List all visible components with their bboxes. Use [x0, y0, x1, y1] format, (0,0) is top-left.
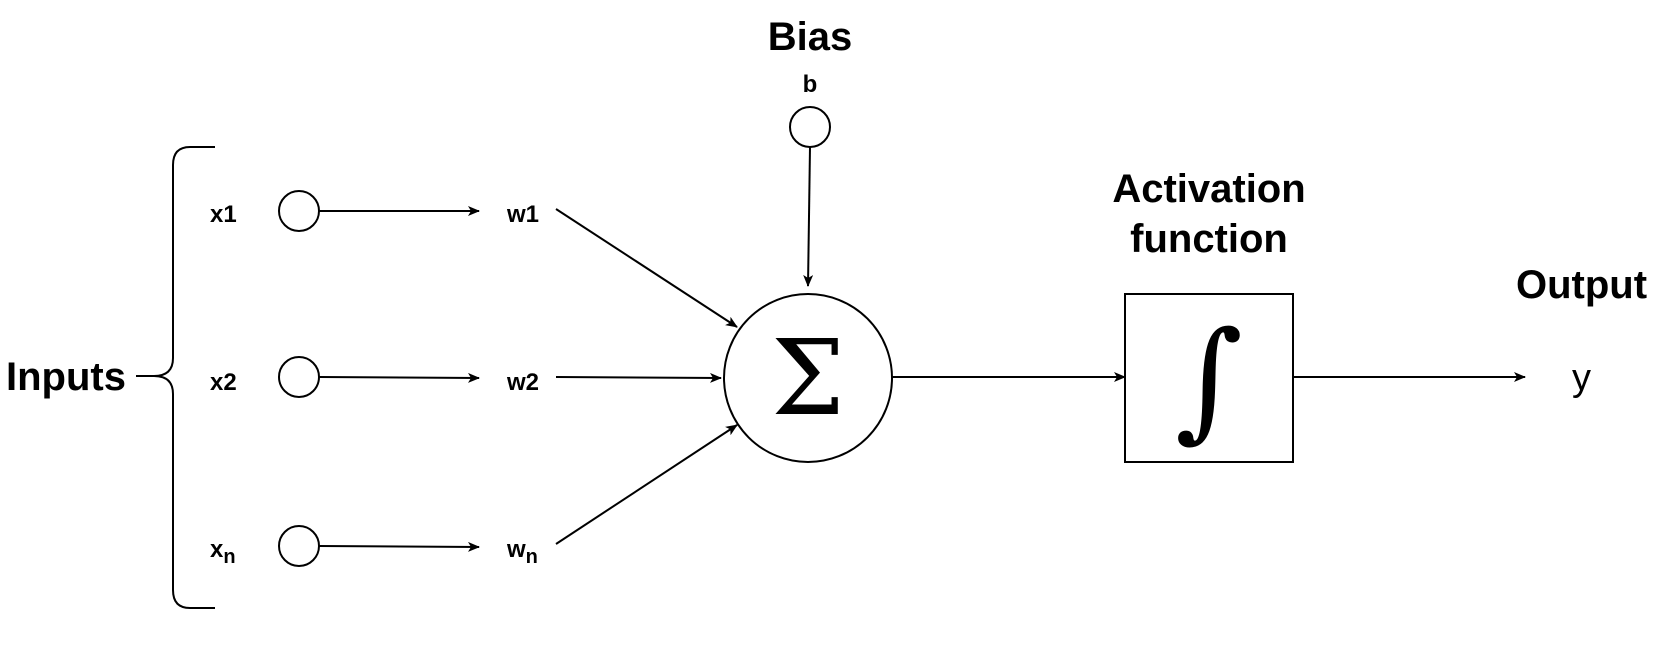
weight-label-n: wn — [506, 536, 538, 568]
input-label-n: xn — [210, 536, 236, 568]
weight-arrow-1 — [555, 208, 738, 328]
bias-node — [789, 106, 831, 148]
activation-title-line1: Activation — [1112, 167, 1305, 211]
inputs-brace — [136, 146, 215, 609]
output-variable: y — [1572, 357, 1591, 399]
weight-arrow-n — [555, 424, 738, 545]
input-arrow-n — [318, 541, 480, 552]
weight-arrow-2 — [555, 372, 722, 383]
activation-box — [1124, 293, 1294, 463]
input-label-1: x1 — [210, 201, 237, 228]
bias-arrow — [803, 146, 814, 287]
activation-title-line2: function — [1130, 217, 1288, 261]
input-label-2: x2 — [210, 369, 237, 396]
input-node-2 — [278, 356, 320, 398]
input-arrow-2 — [318, 372, 480, 383]
output-title: Output — [1516, 263, 1647, 307]
bias-title: Bias — [768, 15, 853, 59]
bias-variable: b — [803, 71, 818, 98]
weight-label-1: w1 — [506, 201, 539, 228]
sigma-icon: Σ — [771, 317, 845, 439]
input-node-1 — [278, 190, 320, 232]
integral-icon: ∫ — [1175, 303, 1243, 455]
weight-label-2: w2 — [506, 369, 539, 396]
input-node-n — [278, 525, 320, 567]
inputs-label: Inputs — [6, 355, 126, 399]
